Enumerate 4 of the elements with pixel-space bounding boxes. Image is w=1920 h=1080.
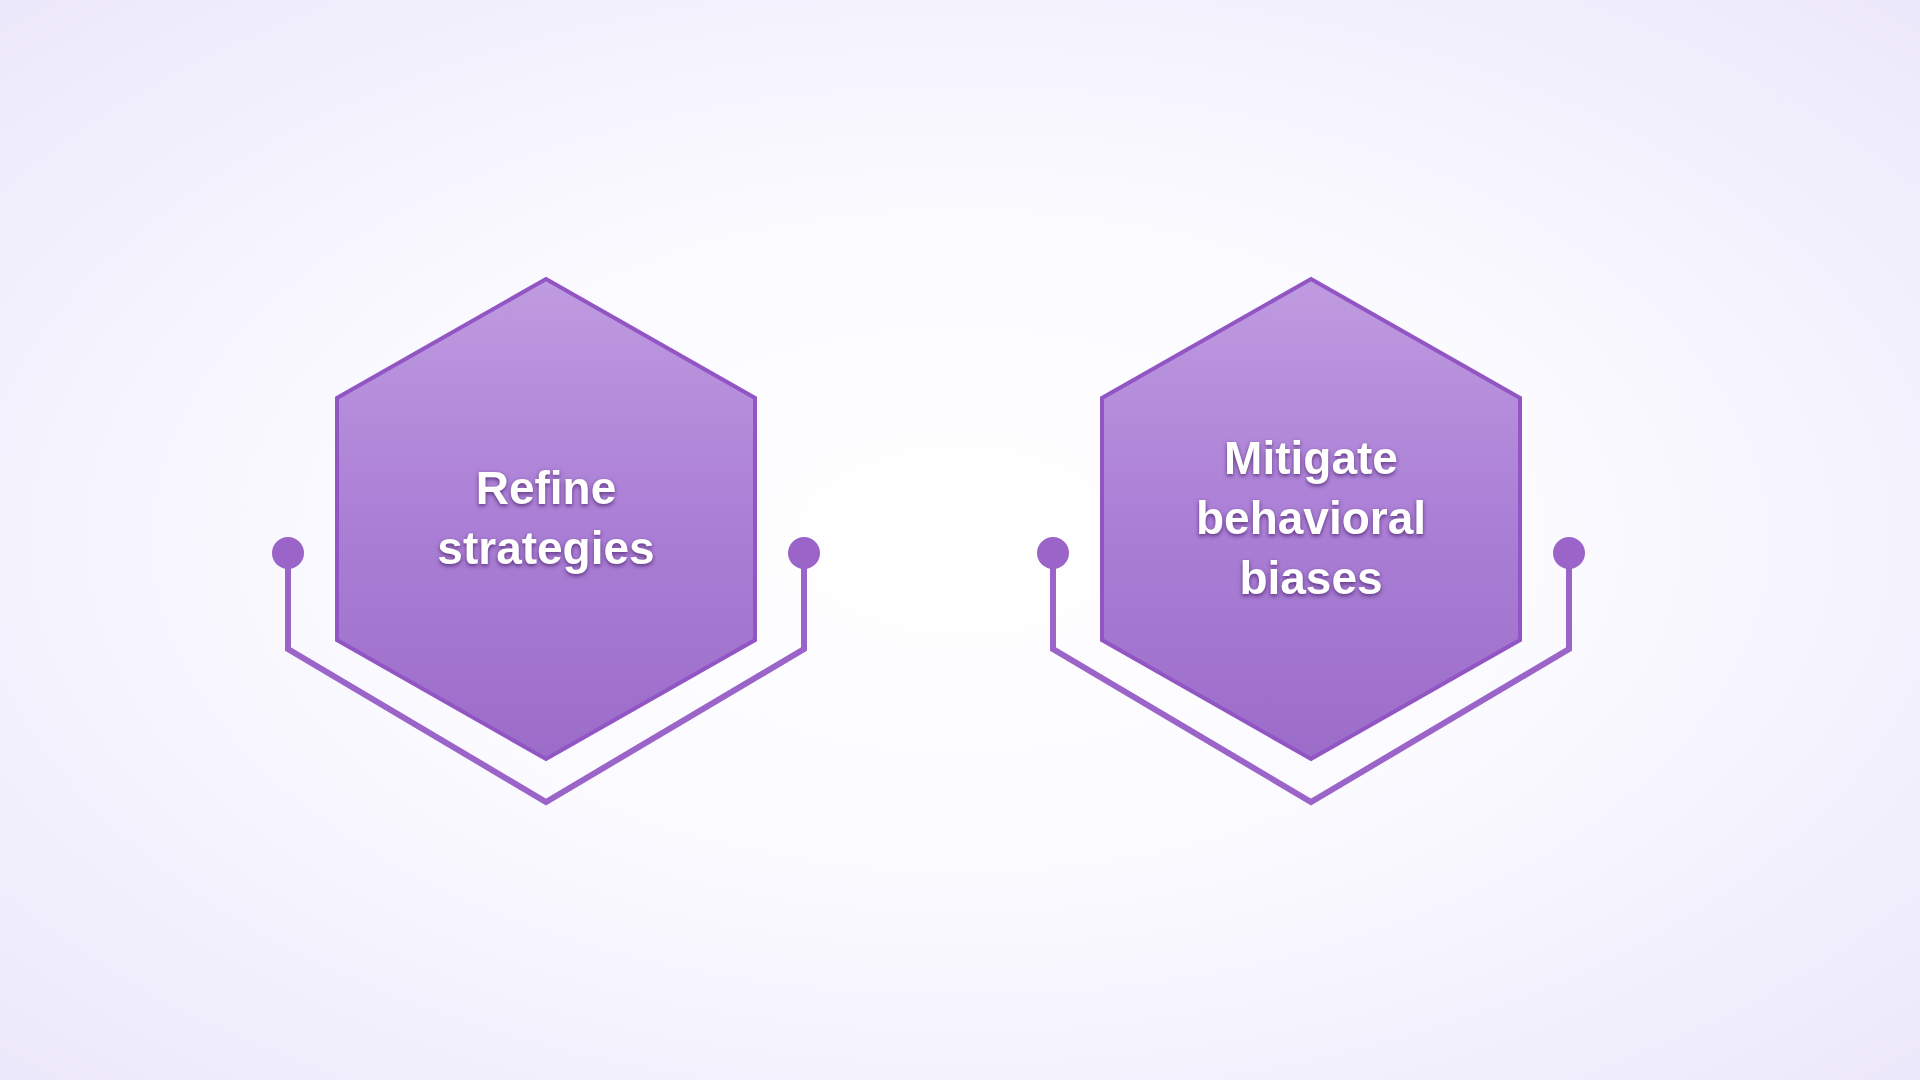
hexagon-node: [337, 279, 755, 759]
node-label: Mitigate behavioral biases: [1194, 431, 1428, 606]
node-label: Refine strategies: [436, 461, 656, 576]
hexagon-node: [1102, 279, 1520, 759]
